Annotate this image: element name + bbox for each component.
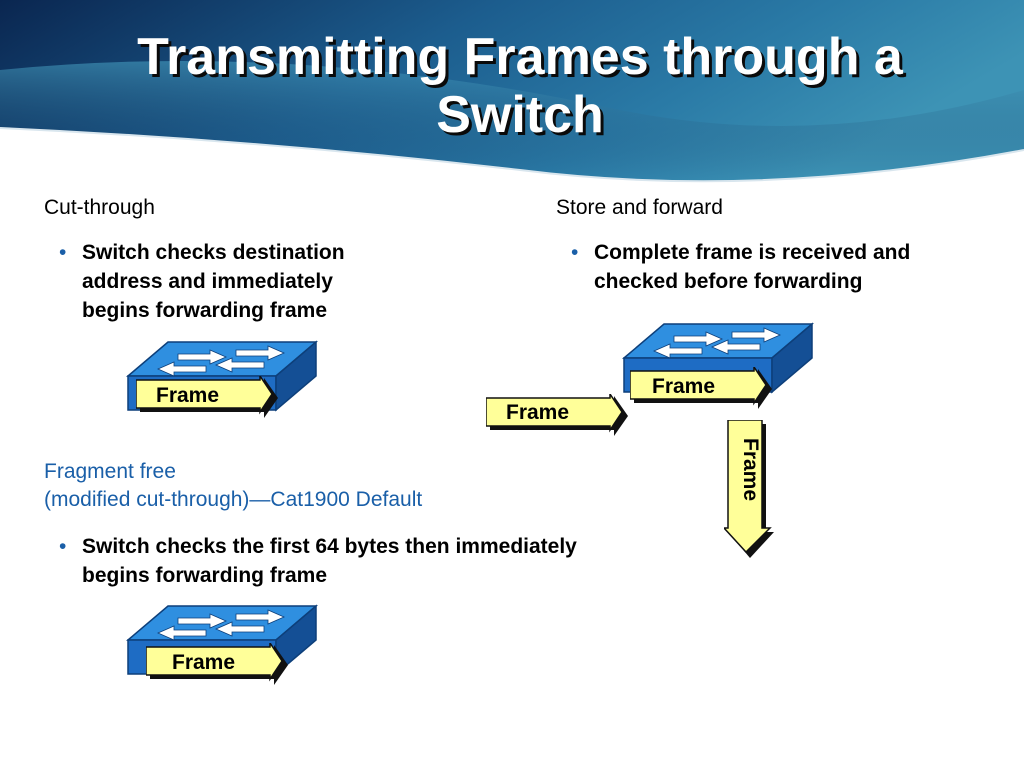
- bullet-icon: •: [59, 535, 67, 558]
- frame-label: Frame: [506, 401, 570, 424]
- store-forward-heading: Store and forward: [556, 196, 723, 219]
- bullet-line: checked before forwarding: [594, 270, 863, 293]
- slide-title: Transmitting Frames through a Switch: [0, 28, 1024, 144]
- fragment-free-heading: Fragment free (modified cut-through)—Cat…: [44, 458, 422, 514]
- cut-through-bullet: • Switch checks destination address and …: [59, 238, 345, 325]
- bullet-line: Switch checks destination: [82, 241, 345, 264]
- fragment-free-heading-line-1: Fragment free: [44, 460, 176, 483]
- frame-arrow-cut-through: [136, 376, 278, 418]
- bullet-line: Complete frame is received and: [594, 241, 911, 264]
- frame-label: Frame: [652, 375, 716, 398]
- fragment-free-bullet: • Switch checks the first 64 bytes then …: [59, 532, 577, 590]
- store-forward-bullet: • Complete frame is received and checked…: [571, 238, 911, 296]
- fragment-free-heading-line-2: (modified cut-through)—Cat1900 Default: [44, 488, 423, 511]
- bullet-line: begins forwarding frame: [82, 299, 328, 322]
- bullet-line: begins forwarding frame: [82, 564, 328, 587]
- title-line-1: Transmitting Frames through a: [137, 28, 903, 86]
- bullet-line: address and immediately: [82, 270, 333, 293]
- cut-through-heading: Cut-through: [44, 196, 155, 219]
- frame-arrow-outgoing: [724, 420, 774, 558]
- frame-arrow-incoming: [486, 394, 628, 436]
- header-banner: [0, 0, 1024, 190]
- bullet-icon: •: [571, 241, 579, 264]
- frame-label: Frame: [172, 651, 236, 674]
- bullet-line: Switch checks the first 64 bytes then im…: [82, 535, 577, 558]
- frame-arrow-fragment-free: [146, 643, 288, 685]
- switch-icon-cut-through: [126, 340, 319, 412]
- bullet-icon: •: [59, 241, 67, 264]
- title-line-2: Switch: [436, 86, 604, 144]
- frame-arrow-in-switch: [630, 367, 772, 409]
- frame-label: Frame: [156, 384, 220, 407]
- frame-label-vertical: Frame: [739, 438, 762, 502]
